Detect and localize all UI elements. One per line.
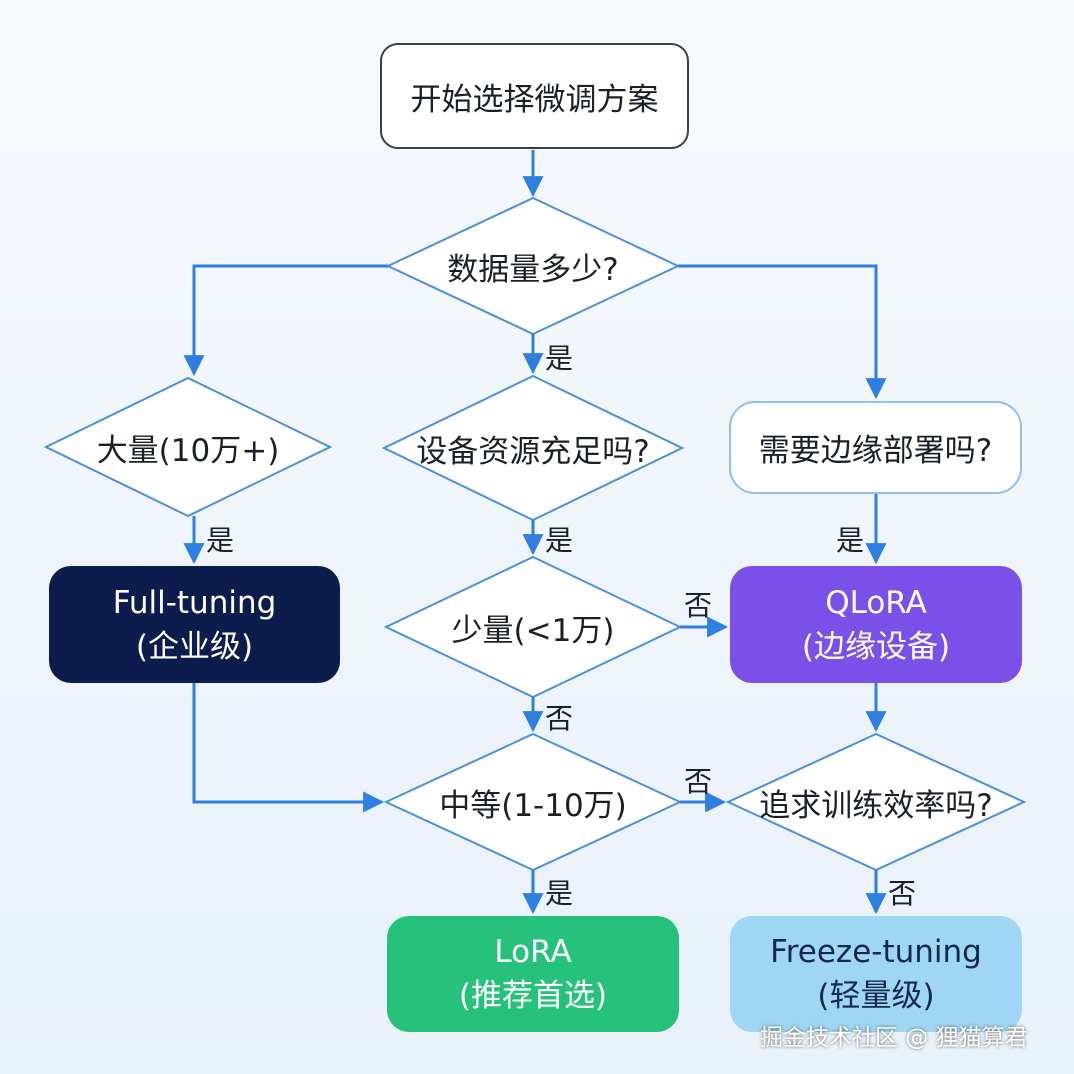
lora-sub: (推荐首选) (458, 978, 608, 1014)
watermark: 掘金技术社区 @ 狸猫算君 (760, 1025, 1028, 1051)
full-tuning-title: Full-tuning (112, 584, 277, 621)
large-label: 大量(10万+) (96, 432, 280, 469)
edge-full-medium (192, 683, 385, 813)
label-no-medium-efficiency: 否 (684, 765, 713, 798)
start-label: 开始选择微调方案 (410, 81, 659, 118)
full-tuning-node: Full-tuning (企业级) (49, 566, 340, 683)
edge-deploy-node: 需要边缘部署吗? (729, 401, 1022, 494)
freeze-tuning-node: Freeze-tuning (轻量级) (730, 916, 1022, 1032)
medium-label: 中等(1-10万) (439, 787, 627, 824)
lora-title: LoRA (494, 934, 572, 970)
diamond-large (43, 376, 333, 518)
qlora-title: QLoRA (825, 584, 927, 621)
start-node: 开始选择微调方案 (380, 43, 689, 149)
label-yes-large-full: 是 (206, 524, 235, 557)
edge-deploy-label: 需要边缘部署吗? (758, 433, 993, 469)
freeze-tuning-title: Freeze-tuning (770, 934, 982, 970)
label-no-small-qlora: 否 (684, 589, 713, 622)
label-yes-edge-qlora: 是 (836, 524, 865, 557)
label-no-small-medium: 否 (545, 702, 574, 735)
qlora-node: QLoRA (边缘设备) (730, 566, 1022, 683)
lora-node: LoRA (推荐首选) (387, 916, 679, 1032)
label-yes-medium-lora: 是 (545, 877, 574, 910)
edge-data-edge (678, 264, 887, 400)
data-amount-label: 数据量多少? (447, 251, 619, 288)
label-yes-resources-small: 是 (545, 524, 574, 557)
freeze-tuning-sub: (轻量级) (817, 978, 935, 1014)
label-no-efficiency-freeze: 否 (888, 877, 917, 910)
label-yes-data-resources: 是 (545, 342, 574, 375)
edge-data-large (183, 264, 388, 377)
full-tuning-sub: (企业级) (135, 628, 254, 665)
small-label: 少量(<1万) (451, 612, 615, 649)
resources-label: 设备资源充足吗? (416, 433, 650, 470)
qlora-sub: (边缘设备) (801, 628, 951, 665)
efficiency-label: 追求训练效率吗? (759, 787, 993, 824)
